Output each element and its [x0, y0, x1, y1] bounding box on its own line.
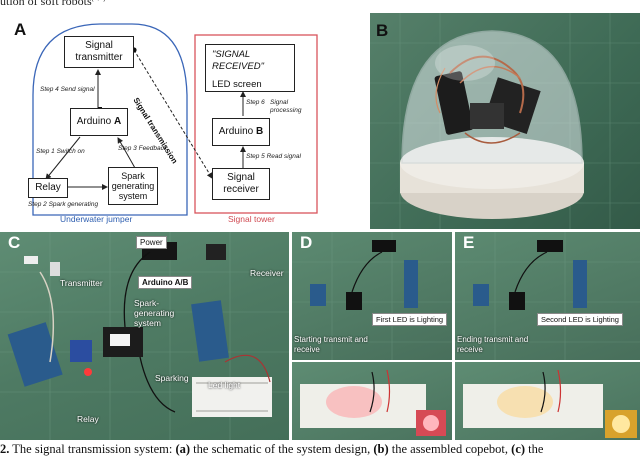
copebot-illustration: [370, 13, 640, 229]
panel-e-top-illustration: [455, 232, 640, 360]
panel-b-photo: B: [370, 13, 640, 229]
arduino-b-box: Arduino B: [212, 118, 270, 146]
step6b-label: Signal processing: [270, 99, 302, 114]
panel-c-illustration: [0, 232, 289, 440]
panel-e-photo-top: E Second LED is Lighting Ending transmit…: [455, 232, 640, 360]
transmitter-label: Transmitter: [60, 278, 103, 288]
relay-box: Relay: [28, 178, 68, 198]
step1-arrow: [45, 136, 81, 180]
panel-d-photo-top: D First LED is Lighting Starting transmi…: [292, 232, 452, 360]
receiver-label: Receiver: [250, 268, 284, 278]
panel-d-top-illustration: [292, 232, 452, 360]
spark-system-box: Spark generating system: [108, 167, 158, 205]
arduino-ab-label: Arduino A/B: [138, 276, 193, 289]
step3-label: Step 3 Feedback: [118, 145, 168, 152]
panel-c-photo: C Power Transmitter Receiver Arduino A/B…: [0, 232, 289, 440]
led-screen-box: "SIGNAL RECEIVED" LED screen: [205, 44, 295, 92]
spark-system-label: Spark-generating system: [134, 298, 175, 328]
signal-transmitter-box: Signal transmitter: [64, 36, 134, 68]
step4-label: Step 4 Send signal: [40, 86, 95, 93]
step5-label: Step 5 Read signal: [246, 153, 301, 160]
underwater-jumper-frame: [32, 23, 188, 216]
panel-e-letter: E: [463, 233, 475, 252]
underwater-jumper-label: Underwater jumper: [60, 214, 133, 224]
panel-b-letter: B: [376, 21, 389, 40]
signal-receiver-box: Signal receiver: [212, 168, 270, 200]
starting-label: Starting transmit and receive: [294, 335, 368, 354]
panel-e-bottom-illustration: [463, 369, 637, 438]
power-label: Power: [136, 236, 167, 249]
figure-caption: 2. The signal transmission system: (a) t…: [0, 442, 544, 456]
first-led-label: First LED is Lighting: [372, 313, 448, 326]
step2-label: Step 2 Spark generating: [28, 201, 99, 208]
figure-number: 2.: [0, 442, 10, 456]
second-led-label: Second LED is Lighting: [537, 313, 623, 326]
relay-label: Relay: [77, 414, 99, 424]
header-fragment: ution of soft robots[x,x]: [0, 0, 105, 8]
step3-arrow: [117, 137, 136, 169]
signal-tower-frame: [194, 34, 318, 214]
panel-d-photo-bottom: [292, 362, 452, 440]
led-screen-text: LED screen: [212, 79, 262, 90]
signal-received-text: "SIGNAL RECEIVED": [212, 49, 264, 72]
step6-label: Step 6: [246, 99, 265, 106]
ending-label: Ending transmit and receive: [457, 335, 529, 354]
panel-c-letter: C: [8, 233, 21, 252]
sparking-label: Sparking: [155, 373, 189, 383]
panel-d-letter: D: [300, 233, 313, 252]
panel-d-bottom-illustration: [300, 369, 446, 436]
arduino-a-box: Arduino A: [70, 108, 128, 136]
led-light-label: Led light: [208, 380, 241, 390]
panel-e-photo-bottom: [455, 362, 640, 440]
step1-label: Step 1 Switch on: [36, 148, 85, 155]
signal-tower-label: Signal tower: [228, 214, 275, 224]
panel-a-letter: A: [14, 20, 27, 39]
